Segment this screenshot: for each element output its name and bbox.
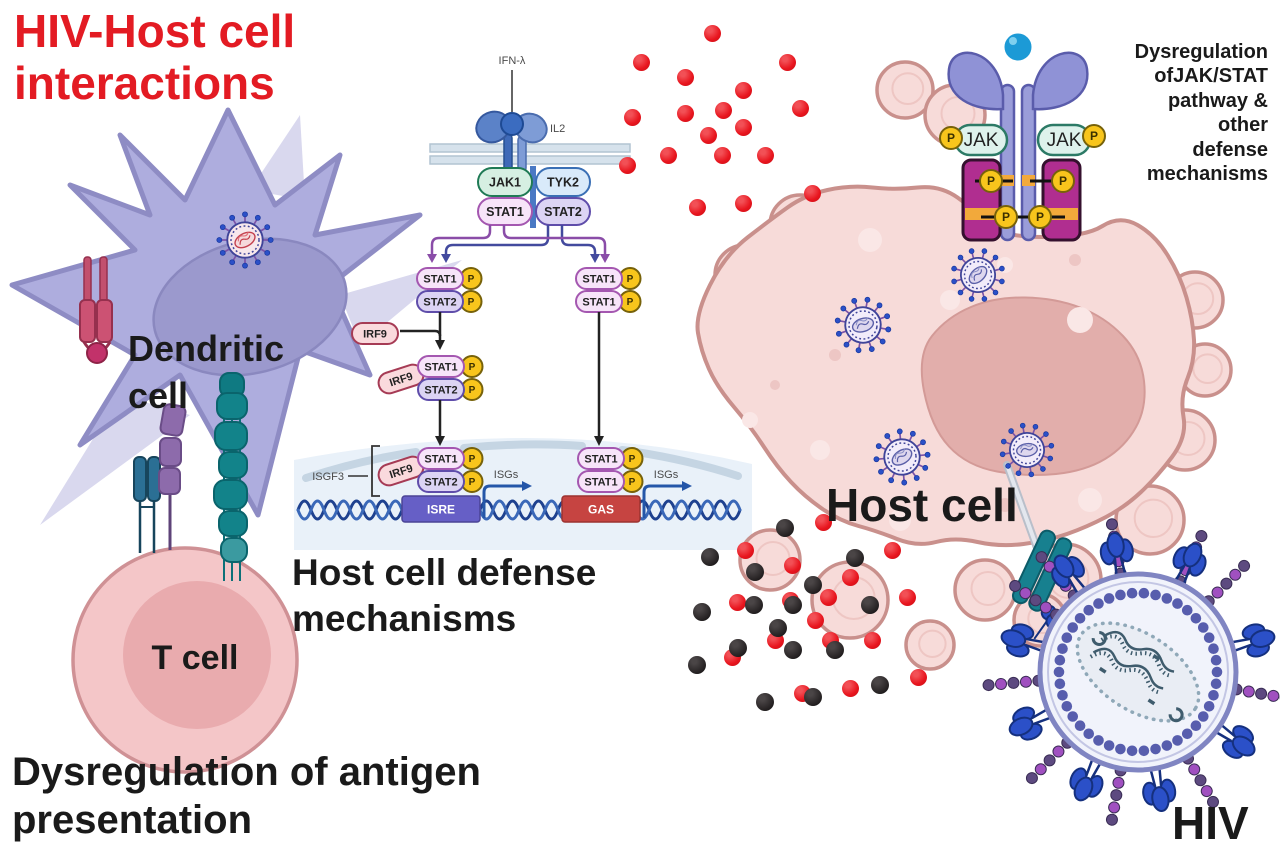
tcell-receptor-purple [158,403,187,550]
hiv-spike-icon [1099,532,1134,583]
stat-activation-arrows [427,225,610,263]
host-cell-illustration [695,60,1233,671]
hiv-label: HIV [1172,797,1249,849]
hiv-virion-icon [873,428,931,486]
t-cell-label: T cell [151,639,239,677]
hiv-virion-icon [834,296,892,354]
svg-text:TYK2: TYK2 [547,176,579,190]
svg-text:JAK1: JAK1 [489,176,521,190]
hiv-capsid [1075,621,1201,723]
svg-text:STAT1: STAT1 [582,274,615,286]
svg-text:STAT1: STAT1 [423,274,456,286]
hiv-bead-chain-icon [1009,579,1063,621]
svg-text:P: P [468,274,475,285]
svg-text:P: P [629,454,636,465]
svg-text:ISGs: ISGs [654,469,679,481]
svg-text:STAT1: STAT1 [584,454,617,466]
hiv-spike-icon [1171,542,1207,592]
isgf3-assembly: IRF9 P P STAT1 STAT2 [377,355,484,401]
dendritic-receptor-red [79,256,113,364]
jak-pill-right: JAK P [1036,123,1106,157]
hiv-bead-chain-icon [1105,764,1127,826]
hiv-virion-icon [999,422,1055,478]
jak-stat-pathway: ISRE GAS IRF9 P P STAT1 STAT2 ISGF3 P P … [294,55,752,550]
svg-text:P: P [987,174,995,188]
svg-text:P: P [629,477,636,488]
stat1-homodimer: P P STAT1 STAT1 [575,267,642,313]
jak-stat-caption: Dysregulation ofJAK/STAT pathway & other… [1134,41,1268,185]
svg-text:ISGs: ISGs [494,469,519,481]
svg-text:STAT1: STAT1 [424,362,457,374]
hiv-virion-icon [951,248,1005,302]
hiv-spike-icon [1008,705,1058,741]
svg-text:P: P [1036,210,1044,224]
hiv-spike-icon [1000,623,1051,658]
jak-receptor-illustration: JAK P JAK P P P P P [939,30,1106,242]
svg-text:P: P [1002,210,1010,224]
t-cell-nucleus [123,581,271,729]
ifn-lambda-label: IFN-λ [499,55,526,67]
hiv-virion-icon [216,211,274,269]
isre-label: ISRE [427,503,455,517]
svg-text:STAT1: STAT1 [582,297,615,309]
hiv-bead-chain-icon [1025,736,1074,785]
svg-text:P: P [469,385,476,396]
receptor-kinase-complex: JAK1 TYK2 STAT1 STAT2 [477,167,591,226]
irf9-join: IRF9 [351,312,445,350]
svg-text:P: P [468,297,475,308]
svg-text:P: P [1059,174,1067,188]
svg-text:STAT2: STAT2 [424,477,457,489]
hiv-virion-illustration [982,518,1280,826]
defense-caption: Host cell defense mechanisms [292,552,597,640]
isgs-arrow-right: ISGs [642,469,692,518]
gas-complex: P P STAT1 STAT1 [577,447,644,493]
isgf3-complex: IRF9 P P STAT1 STAT2 ISGF3 [312,445,484,497]
host-cell-nucleus [920,296,1146,477]
svg-text:P: P [469,362,476,373]
phospho-modules: P P P P [961,158,1082,242]
jak-pill-left: JAK P [939,123,1009,157]
svg-text:STAT2: STAT2 [544,205,582,219]
hiv-matrix-ring [1053,587,1223,757]
svg-text:STAT1: STAT1 [584,477,617,489]
isre-element [401,495,481,523]
svg-text:JAK: JAK [964,130,999,151]
host-cell-label: Host cell [826,479,1018,531]
dendritic-tcell-illustration [9,107,462,774]
gas-element [561,495,641,523]
stat1-stat2-dimer: P P STAT1 STAT2 [416,267,483,313]
hiv-spike-icon [1142,761,1177,812]
gas-label: GAS [588,503,614,517]
svg-text:STAT1: STAT1 [486,205,524,219]
hiv-spike-icon [1209,719,1256,759]
tcell-receptor-dark [133,456,161,553]
cell-membrane [429,143,631,153]
page-title: HIV-Host cell interactions [14,5,296,109]
dendritic-cell-label: Dendritic cell [128,328,285,416]
svg-text:P: P [1090,129,1098,143]
svg-text:P: P [947,131,955,145]
antigen-caption: Dysregulation of antigen presentation [12,750,481,842]
svg-text:P: P [627,274,634,285]
hiv-bead-chain-icon [1202,559,1251,608]
svg-text:P: P [469,477,476,488]
svg-text:IRF9: IRF9 [363,329,387,341]
svg-text:STAT2: STAT2 [424,385,457,397]
svg-text:STAT2: STAT2 [423,297,456,309]
svg-text:JAK: JAK [1047,130,1082,151]
ifn-receptor: IFN-λ IL2 [475,55,565,228]
isgf3-label: ISGF3 [312,471,344,483]
hiv-spike-icon [1069,752,1105,802]
svg-text:STAT1: STAT1 [424,454,457,466]
svg-text:P: P [627,297,634,308]
il2-label: IL2 [550,123,565,135]
host-cell-vesicles [742,228,1102,531]
cytokine-receptor [947,30,1089,242]
mhc-tcr-complex [213,372,248,581]
isgs-arrow-left: ISGs [482,469,532,518]
svg-text:P: P [469,454,476,465]
dna-helix [296,499,742,521]
nuclear-import-arrows [435,312,604,446]
